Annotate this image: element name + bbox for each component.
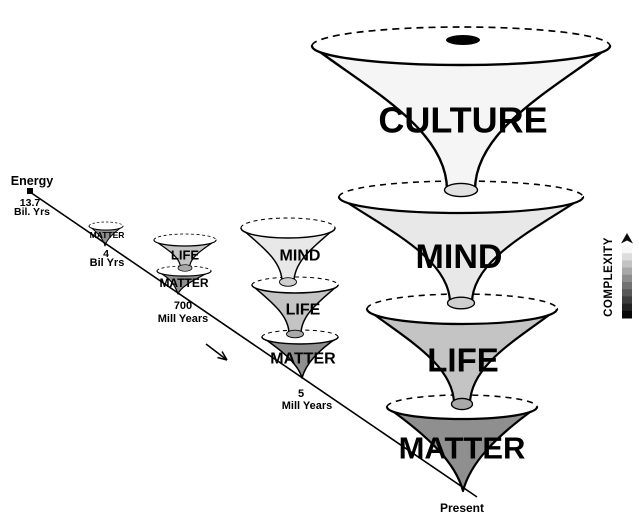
funnel-rim-front-edge bbox=[251, 284, 339, 294]
funnel-spout-stack3-mind bbox=[279, 277, 297, 287]
funnel-rim-front-edge bbox=[337, 196, 585, 215]
stack4-life-label: LIFE bbox=[427, 342, 499, 379]
complexity-gradient-step bbox=[622, 260, 632, 269]
funnel-rim-back-edge bbox=[153, 233, 217, 241]
stack3-time-value: 5 bbox=[298, 388, 304, 400]
complexity-gradient-step bbox=[622, 246, 632, 254]
complexity-gradient-step bbox=[622, 310, 632, 319]
funnel-rim-front-edge bbox=[385, 406, 539, 421]
stack3-matter-label: MATTER bbox=[270, 351, 336, 368]
funnel-rim-fill bbox=[154, 234, 216, 246]
funnel-rim-back-edge bbox=[240, 217, 336, 229]
funnel-rim-back-edge bbox=[366, 293, 558, 310]
energy-label: Energy bbox=[11, 174, 53, 188]
complexity-gradient-step bbox=[622, 296, 632, 305]
funnel-body-stack2-matter bbox=[156, 270, 212, 295]
complexity-gradient-bar bbox=[622, 246, 632, 319]
culture-top-dot bbox=[446, 35, 480, 45]
energy-origin-dot bbox=[27, 188, 33, 194]
time-direction-arrow bbox=[205, 343, 228, 361]
complexity-label: COMPLEXITY bbox=[603, 237, 615, 317]
complexity-gradient-step bbox=[622, 303, 632, 312]
stack4-matter-label: MATTER bbox=[399, 431, 526, 466]
funnel-spout-stack2-life bbox=[177, 264, 193, 272]
complexity-gradient-step bbox=[622, 274, 632, 283]
timeline-line bbox=[29, 191, 478, 498]
funnel-rim-back-edge bbox=[251, 276, 339, 286]
stack4-time-value: Present bbox=[440, 501, 484, 515]
funnel-rim-front-edge bbox=[261, 336, 339, 345]
stack4-mind-label: MIND bbox=[416, 238, 503, 276]
funnel-layer bbox=[88, 26, 612, 493]
stack2-matter-label: MATTER bbox=[159, 276, 208, 290]
funnel-rim-front-edge bbox=[310, 45, 612, 67]
funnel-spout-stack3-life bbox=[286, 329, 304, 339]
complexity-up-arrow-icon bbox=[621, 233, 633, 244]
funnel-spout-stack4-mind bbox=[446, 296, 476, 310]
energy-time-unit: Bil. Yrs bbox=[14, 206, 50, 218]
complexity-gradient-step bbox=[622, 253, 632, 261]
complexity-gradient-step bbox=[622, 267, 632, 276]
stack1-time-unit: Bil Yrs bbox=[90, 257, 125, 269]
stack4-culture-label: CULTURE bbox=[378, 100, 547, 141]
stack2-time-unit: Mill Years bbox=[158, 313, 209, 325]
funnel-rim-front-edge bbox=[88, 225, 124, 231]
stack1-matter-label: MATTER bbox=[90, 230, 125, 240]
funnel-rim-front-edge bbox=[240, 227, 336, 239]
funnel-spout-stack4-culture bbox=[443, 182, 479, 198]
funnel-rim-front-edge bbox=[153, 239, 217, 247]
funnel-rim-front-edge bbox=[156, 270, 212, 277]
funnel-rim-fill bbox=[252, 277, 338, 293]
stack3-mind-label: MIND bbox=[280, 248, 321, 265]
complexity-legend: COMPLEXITY bbox=[603, 233, 633, 319]
funnel-rim-fill bbox=[89, 222, 123, 230]
funnel-rim-back-edge bbox=[88, 221, 124, 227]
stack3-life-label: LIFE bbox=[286, 302, 321, 319]
stack2-life-label: LIFE bbox=[171, 248, 199, 263]
complexity-gradient-step bbox=[622, 282, 632, 290]
energy-time-value: 13.7 bbox=[20, 197, 41, 209]
funnel-spout-stack4-life bbox=[450, 397, 474, 411]
funnel-rim-fill bbox=[241, 218, 335, 238]
funnel-rim-front-edge bbox=[365, 308, 559, 326]
funnel-rim-fill bbox=[312, 27, 610, 65]
stack3-time-unit: Mill Years bbox=[282, 400, 333, 412]
complexity-gradient-step bbox=[622, 289, 632, 297]
stack2-time-value: 700 bbox=[174, 300, 192, 312]
funnel-body-stack1-matter bbox=[88, 225, 124, 247]
stack1-time-value: 4 bbox=[103, 248, 109, 260]
funnel-body-stack4-matter bbox=[385, 405, 539, 493]
